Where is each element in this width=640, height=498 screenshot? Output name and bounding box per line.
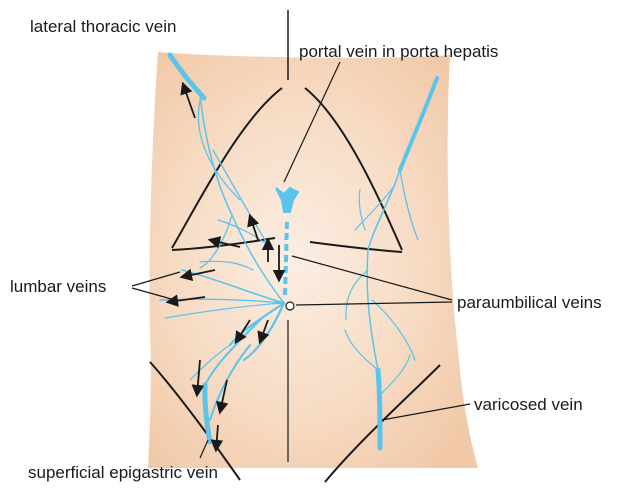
label-lumbar-veins: lumbar veins (10, 277, 106, 296)
label-paraumbilical-veins: paraumbilical veins (457, 293, 602, 312)
torso (148, 52, 478, 468)
label-portal-vein: portal vein in porta hepatis (299, 42, 498, 61)
label-varicosed-vein: varicosed vein (474, 395, 583, 414)
umbilicus (286, 302, 294, 310)
label-superficial-epigastric-vein: superficial epigastric vein (28, 463, 218, 482)
label-lateral-thoracic-vein: lateral thoracic vein (30, 17, 176, 36)
